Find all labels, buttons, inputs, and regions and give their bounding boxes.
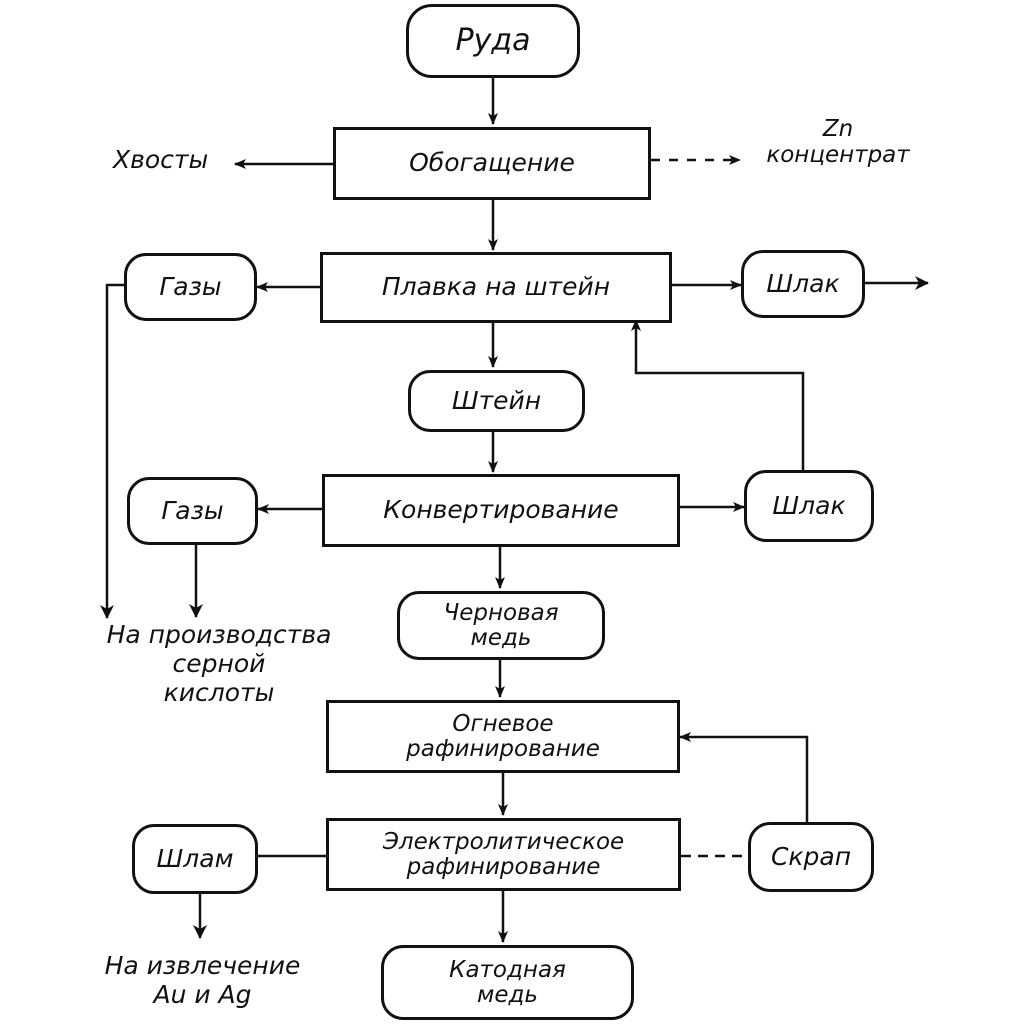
node-fire-refining: Огневое рафинирование bbox=[326, 700, 680, 773]
node-scrap-label: Скрап bbox=[770, 841, 852, 871]
node-matte-smelting-label: Плавка на штейн bbox=[381, 272, 611, 302]
arrow-gases-to-acid-1 bbox=[100, 283, 124, 619]
node-ore-label: Руда bbox=[455, 23, 531, 59]
node-sludge-label: Шлам bbox=[156, 843, 234, 873]
node-scrap: Скрап bbox=[748, 822, 874, 892]
node-slag-2-label: Шлак bbox=[772, 490, 846, 520]
node-electrolytic-refining-line1: Электролитическое bbox=[382, 829, 625, 856]
node-gases-2: Газы bbox=[127, 477, 258, 545]
label-sulfuric-acid-line3: кислоты bbox=[163, 677, 275, 707]
node-converting: Конвертирование bbox=[322, 474, 680, 547]
node-blister-copper-line1: Черновая bbox=[443, 600, 559, 627]
label-au-ag-recovery-line1: На извлечение bbox=[104, 951, 301, 980]
node-fire-refining-line2: рафинирование bbox=[406, 735, 600, 762]
label-zn-concentrate-line2: концентрат bbox=[766, 142, 910, 169]
node-gases-1-label: Газы bbox=[159, 271, 222, 301]
label-zn-concentrate-line1: Zn bbox=[822, 116, 854, 142]
node-electrolytic-refining-line2: рафинирование bbox=[406, 853, 601, 880]
node-gases-2-label: Газы bbox=[161, 495, 224, 525]
node-matte: Штейн bbox=[408, 370, 585, 432]
node-slag-1-label: Шлак bbox=[766, 268, 840, 298]
node-enrichment: Обогащение bbox=[333, 127, 651, 200]
node-blister-copper: Черновая медь bbox=[397, 591, 605, 660]
node-ore: Руда bbox=[406, 4, 580, 78]
label-sulfuric-acid: На производства серной кислоты bbox=[104, 620, 334, 707]
label-sulfuric-acid-line2: серной bbox=[172, 648, 266, 678]
node-gases-1: Газы bbox=[124, 253, 257, 321]
label-zn-concentrate: Zn концентрат bbox=[748, 116, 928, 169]
node-cathode-copper: Катодная медь bbox=[381, 945, 634, 1020]
label-tailings: Хвосты bbox=[113, 145, 209, 174]
arrow-scrap-to-fire-refining bbox=[679, 732, 809, 822]
node-matte-smelting: Плавка на штейн bbox=[320, 252, 672, 323]
label-sulfuric-acid-line1: На производства bbox=[106, 620, 332, 649]
node-slag-1: Шлак bbox=[741, 250, 865, 318]
node-blister-copper-line2: медь bbox=[470, 624, 532, 651]
label-au-ag-recovery: На извлечение Au и Ag bbox=[100, 951, 305, 1010]
node-electrolytic-refining: Электролитическое рафинирование bbox=[326, 818, 681, 891]
node-converting-label: Конвертирование bbox=[383, 495, 619, 525]
node-fire-refining-line1: Огневое bbox=[452, 711, 554, 738]
label-au-ag-recovery-line2: Au и Ag bbox=[153, 979, 252, 1009]
arrow-slag-return bbox=[631, 319, 805, 470]
node-slag-2: Шлак bbox=[744, 470, 874, 542]
node-enrichment-label: Обогащение bbox=[409, 148, 575, 178]
node-matte-label: Штейн bbox=[451, 385, 542, 415]
node-sludge: Шлам bbox=[132, 824, 258, 894]
node-cathode-copper-line1: Катодная bbox=[449, 957, 566, 984]
node-cathode-copper-line2: медь bbox=[477, 981, 538, 1008]
